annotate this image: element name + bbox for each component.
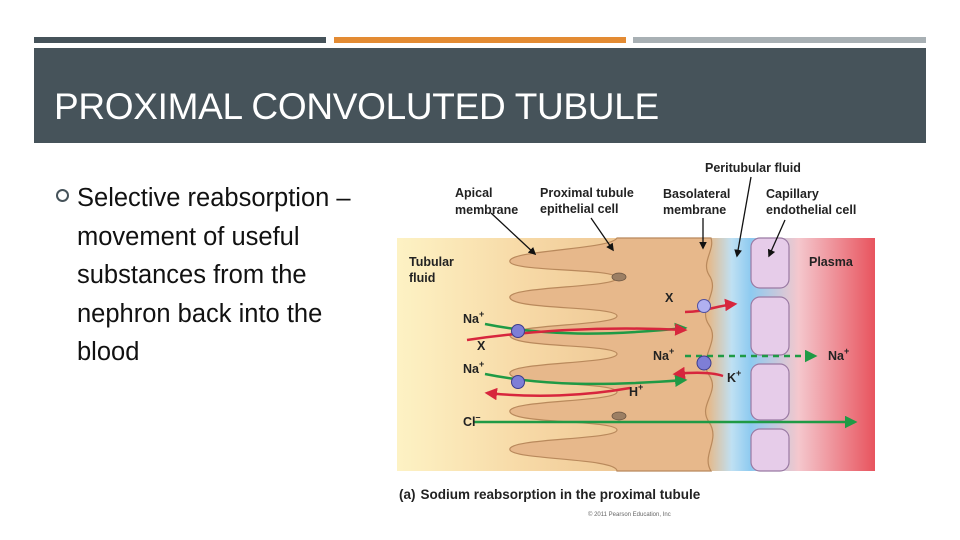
plasma-label: Plasma xyxy=(809,255,854,269)
basolateral-label-line2: membrane xyxy=(663,203,726,217)
top-accent-bar-dark xyxy=(34,37,326,43)
ion-na-plasma: Na+ xyxy=(828,346,849,363)
tubular-fluid-label-line2: fluid xyxy=(409,271,435,285)
endothelial-cell-1 xyxy=(750,237,790,289)
endothelial-cell-2 xyxy=(750,296,790,356)
apical-leader xyxy=(490,212,537,256)
apical-label-line2: membrane xyxy=(455,203,518,217)
cotransporter-icon xyxy=(511,324,525,338)
figure-diagram: Peritubular fluid Apical membrane Proxim… xyxy=(397,161,875,518)
tight-junction-top xyxy=(611,272,627,282)
tubular-fluid-label-line1: Tubular xyxy=(409,255,454,269)
basolateral-label-line1: Basolateral xyxy=(663,187,730,201)
top-accent-bar-orange xyxy=(334,37,626,43)
endothelial-cell-3 xyxy=(750,363,790,421)
proximal-tubule-leader xyxy=(590,217,614,252)
bullet-list: Selective reabsorption – movement of use… xyxy=(56,179,376,372)
ion-x-basolateral: X xyxy=(665,291,674,305)
slide-title: PROXIMAL CONVOLUTED TUBULE xyxy=(54,86,659,127)
x-transporter-icon xyxy=(697,299,711,313)
na-k-pump-icon xyxy=(696,355,712,371)
epithelial-cell xyxy=(509,237,714,472)
hollow-circle-bullet-icon xyxy=(56,189,69,202)
ion-cl: Cl– xyxy=(463,412,481,429)
ion-na-1: Na+ xyxy=(463,309,484,326)
capillary-leader xyxy=(767,219,786,258)
endothelial-cell-4 xyxy=(750,428,790,472)
title-band: PROXIMAL CONVOLUTED TUBULE xyxy=(34,48,926,143)
proximal-tubule-label-line1: Proximal tubule xyxy=(540,186,634,200)
bullet-text: Selective reabsorption – movement of use… xyxy=(77,184,351,366)
ion-na-2: Na+ xyxy=(463,359,484,376)
proximal-tubule-label-line2: epithelial cell xyxy=(540,202,619,216)
na-x-cotransport-arrow-red xyxy=(466,323,688,342)
k-arrow xyxy=(672,366,724,380)
ion-x-1: X xyxy=(477,339,486,353)
figure-caption: (a)Sodium reabsorption in the proximal t… xyxy=(399,487,701,502)
h-antiport-arrow-red xyxy=(484,386,631,401)
top-accent-bar-gray xyxy=(633,37,926,43)
tight-junction-bottom xyxy=(611,411,627,421)
bullet-item: Selective reabsorption – movement of use… xyxy=(56,179,376,372)
copyright-credit: © 2011 Pearson Education, Inc xyxy=(588,511,671,518)
ion-h: H+ xyxy=(629,382,643,399)
apical-label-line1: Apical xyxy=(455,186,493,200)
peritubular-fluid-label: Peritubular fluid xyxy=(705,161,801,175)
na-antiport-arrow-green xyxy=(484,372,688,387)
sodium-reabsorption-figure: Peritubular fluid Apical membrane Proxim… xyxy=(385,150,895,530)
capillary-label-line1: Capillary xyxy=(766,187,819,201)
capillary-label-line2: endothelial cell xyxy=(766,203,856,217)
antiporter-icon xyxy=(511,375,525,389)
ion-na-cell: Na+ xyxy=(653,346,674,363)
na-x-cotransport-arrow-green xyxy=(484,322,688,336)
peritubular-leader xyxy=(734,176,752,258)
ion-k: K+ xyxy=(727,368,741,385)
